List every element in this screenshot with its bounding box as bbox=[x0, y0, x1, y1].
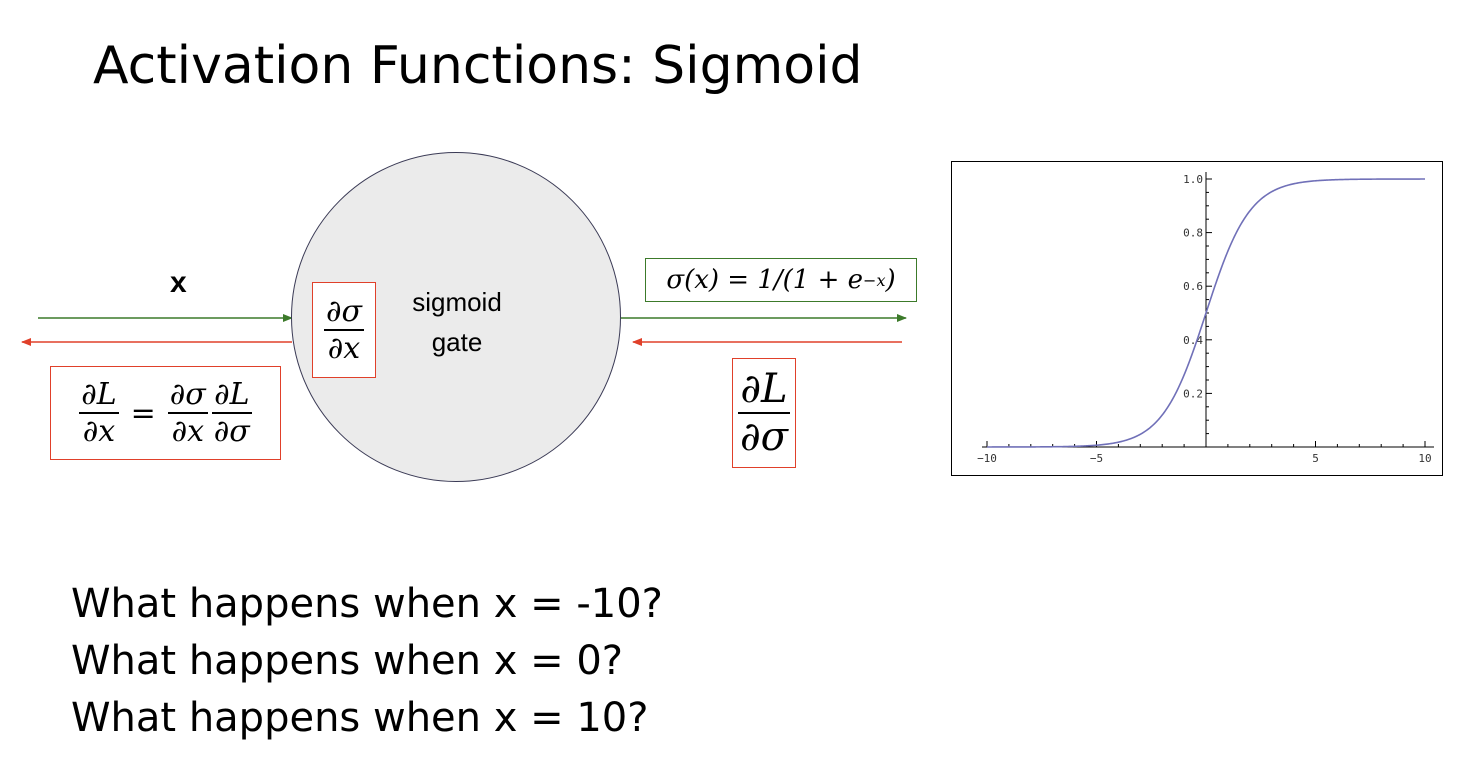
sigmoid-plot: −10 −5 5 10 0.2 0.4 0.6 0.8 1.0 bbox=[951, 161, 1443, 476]
chain-equals-sign: = bbox=[130, 395, 156, 431]
y-tick-label: 0.4 bbox=[1183, 334, 1203, 347]
chain-lhs-numerator: ∂L bbox=[79, 377, 119, 414]
chain-lhs-denominator: ∂x bbox=[82, 414, 116, 449]
x-tick-label: 5 bbox=[1312, 452, 1319, 465]
sigmoid-gate-node bbox=[291, 152, 621, 482]
y-tick-label: 0.2 bbox=[1183, 387, 1203, 400]
chain-rhs2-denominator: ∂σ bbox=[213, 414, 250, 449]
input-x-label: x bbox=[170, 266, 187, 299]
upstream-gradient-fraction: ∂L ∂σ bbox=[738, 367, 790, 459]
upstream-gradient-box: ∂L ∂σ bbox=[732, 358, 796, 468]
chain-rule-box: ∂L ∂x = ∂σ ∂x ∂L ∂σ bbox=[50, 366, 281, 460]
y-tick-label: 0.8 bbox=[1183, 227, 1203, 240]
gate-label-line1: sigmoid bbox=[412, 287, 502, 317]
question-item: What happens when x = 0? bbox=[71, 638, 624, 684]
slide-title: Activation Functions: Sigmoid bbox=[93, 36, 863, 96]
sigmoid-formula-box: σ(x) = 1/(1 + e−x) bbox=[645, 258, 917, 302]
local-gradient-fraction: ∂σ ∂x bbox=[324, 295, 364, 365]
upstream-gradient-numerator: ∂L bbox=[738, 366, 790, 414]
sigmoid-curve bbox=[987, 178, 1425, 448]
x-tick-label: −5 bbox=[1090, 452, 1103, 465]
local-gradient-numerator: ∂σ bbox=[324, 294, 364, 331]
formula-exponent: −x bbox=[863, 270, 886, 290]
chain-lhs-fraction: ∂L ∂x bbox=[79, 377, 119, 449]
local-gradient-denominator: ∂x bbox=[327, 331, 361, 366]
x-tick-label: −10 bbox=[977, 452, 997, 465]
sigmoid-plot-svg: −10 −5 5 10 0.2 0.4 0.6 0.8 1.0 bbox=[977, 172, 1434, 465]
upstream-gradient-denominator: ∂σ bbox=[740, 414, 788, 460]
gate-label: sigmoid gate bbox=[397, 282, 517, 362]
questions-list: What happens when x = -10? What happens … bbox=[71, 576, 663, 747]
x-tick-label: 10 bbox=[1418, 452, 1431, 465]
y-tick-label: 1.0 bbox=[1183, 173, 1203, 186]
local-gradient-box: ∂σ ∂x bbox=[312, 282, 376, 378]
question-item: What happens when x = 10? bbox=[71, 695, 649, 741]
formula-suffix: ) bbox=[885, 265, 896, 295]
chain-rhs1-numerator: ∂σ bbox=[167, 377, 208, 414]
formula-prefix: σ(x) = 1/(1 + e bbox=[666, 265, 864, 295]
question-item: What happens when x = -10? bbox=[71, 581, 663, 627]
chain-rhs2-fraction: ∂L ∂σ bbox=[212, 378, 252, 448]
chain-rhs1-denominator: ∂x bbox=[171, 414, 204, 449]
y-tick-label: 0.6 bbox=[1183, 280, 1203, 293]
gate-label-line2: gate bbox=[431, 327, 483, 357]
chain-rhs2-numerator: ∂L bbox=[212, 377, 252, 414]
chain-rhs1-fraction: ∂σ ∂x bbox=[167, 377, 208, 449]
